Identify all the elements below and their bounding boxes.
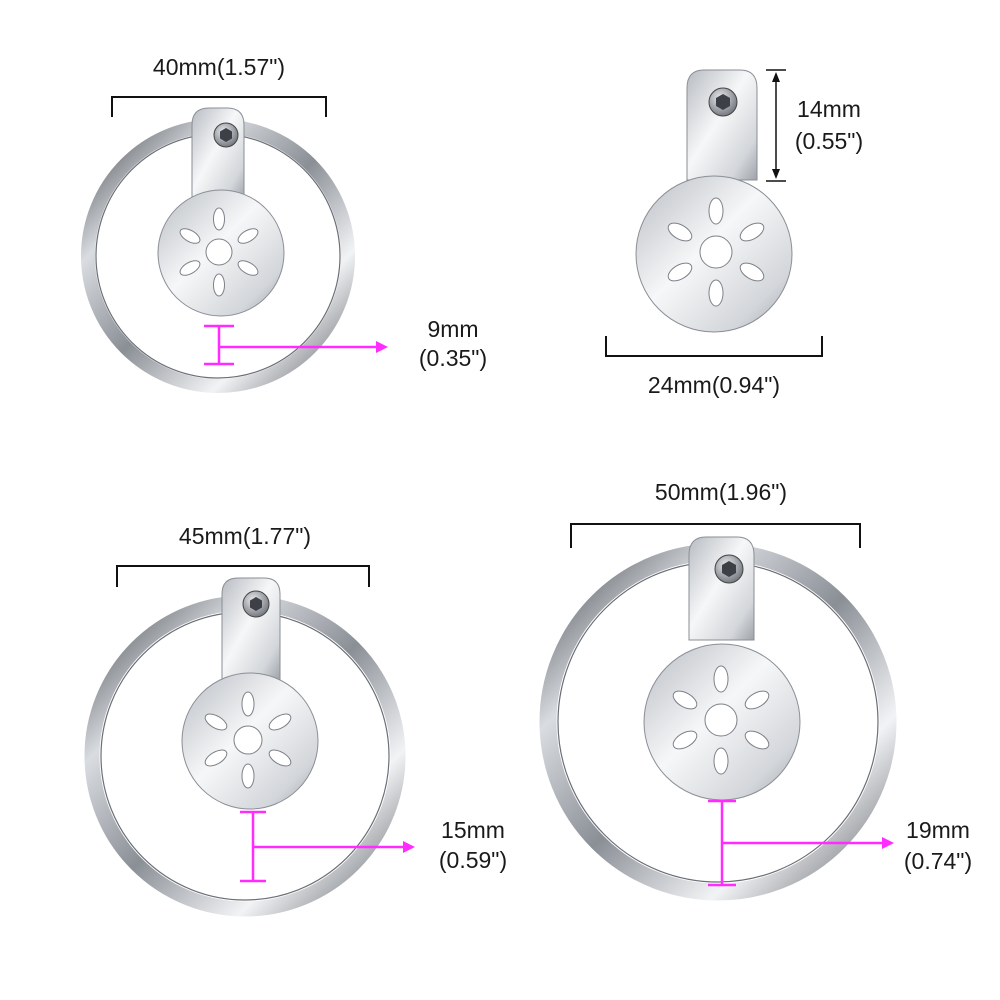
ring-45-width-bracket — [116, 565, 370, 587]
ring-40-width-bracket — [111, 96, 327, 117]
ring-45-width-label: 45mm(1.77") — [179, 523, 311, 549]
ring-40-gap-in: (0.35") — [419, 345, 487, 371]
ring-45-gap-mm: 15mm — [441, 817, 505, 843]
ring-40-group: 40mm(1.57") 9mm (0.35") — [81, 54, 487, 393]
ring-50-plate — [643, 536, 801, 801]
ring-50-gap-marker — [708, 799, 894, 887]
ring-50-gap-mm: 19mm — [906, 817, 970, 843]
ring-50-gap-in: (0.74") — [904, 848, 972, 874]
plate-group: 14mm (0.55") 24mm(0.94") — [605, 69, 863, 398]
ring-45-gap-marker — [240, 810, 415, 883]
plate-height-mm: 14mm — [797, 96, 861, 122]
ring-40-width-label: 40mm(1.57") — [153, 54, 285, 80]
ring-40-plate — [157, 107, 285, 317]
ring-40-gap-mm: 9mm — [427, 316, 478, 342]
plate-height-marker — [766, 69, 786, 182]
plate-width-bracket — [605, 336, 823, 357]
plate-height-in: (0.55") — [795, 128, 863, 154]
ring-45-plate — [181, 577, 319, 810]
ring-50-width-bracket — [570, 523, 861, 548]
standalone-plate — [635, 69, 793, 333]
ring-45-group: 45mm(1.77") 15mm (0.59") — [84, 523, 507, 917]
ring-50-group: 50mm(1.96") 19mm (0.74") — [539, 479, 972, 901]
ring-50-width-label: 50mm(1.96") — [655, 479, 787, 505]
ring-45-gap-in: (0.59") — [439, 847, 507, 873]
plate-width-label: 24mm(0.94") — [648, 372, 780, 398]
ring-40-gap-marker — [204, 324, 388, 366]
